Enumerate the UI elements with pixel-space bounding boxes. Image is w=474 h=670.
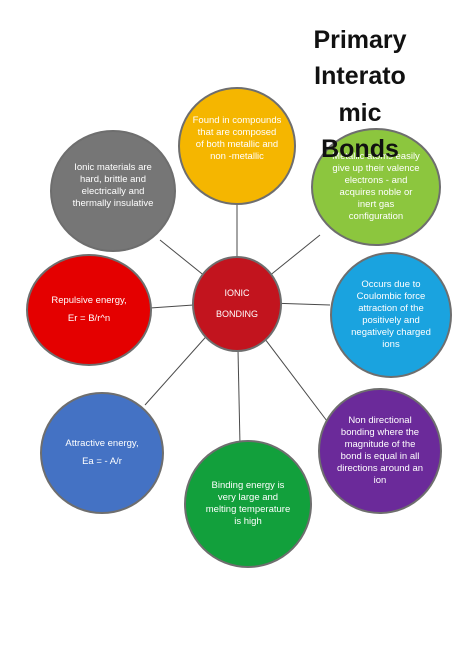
title-line: Primary [313, 26, 407, 54]
page-title: Primary Interato mic Bonds [300, 22, 420, 167]
node-right-line: negatively charged [351, 327, 431, 339]
node-lower-right-line: directions around an [336, 463, 424, 475]
node-bottom-line: Binding energy is [211, 479, 285, 491]
node-bottom-line: is high [234, 516, 262, 528]
node-right-line: Coulombic force [356, 290, 426, 302]
node-upper-right-line: give up their valence [332, 162, 420, 174]
node-lower-left: Attractive energy, Ea = - A/r [40, 392, 164, 514]
node-upper-left: Ionic materials are hard, brittle and el… [50, 130, 176, 252]
node-top-line: of both metallic and [195, 139, 279, 150]
node-top-line: non -metallic [210, 151, 264, 163]
node-right: Occurs due to Coulombic force attraction… [330, 252, 452, 378]
node-lower-right-line: bonding where the [340, 426, 420, 438]
node-upper-right-line: Metallic atoms easily [332, 150, 420, 162]
title-line: mic [338, 98, 382, 127]
node-top-line: Found in compounds [192, 114, 282, 126]
node-bottom: Binding energy is very large and melting… [184, 440, 312, 568]
node-lower-left-line: Ea = - A/r [82, 456, 122, 467]
node-upper-right: Metallic atoms easily give up their vale… [311, 128, 441, 246]
node-right-line: Occurs due to [361, 278, 421, 290]
title-line: Interato [314, 62, 406, 91]
title-line: Bonds [321, 134, 399, 163]
node-lower-right-line: bond is equal in all [340, 451, 420, 462]
node-bottom-line: melting temperature [205, 504, 291, 515]
node-upper-left-line: thermally insulative [72, 198, 154, 210]
center-label-ionic: IONIC [224, 287, 250, 298]
node-lower-right-line: magnitude of the [344, 438, 416, 450]
node-upper-right-line: inert gas [357, 199, 395, 211]
node-right-line: ions [382, 339, 400, 351]
node-top-line: that are composed [197, 126, 277, 138]
node-top: Found in compounds that are composed of … [178, 87, 296, 205]
node-bottom-line: very large and [217, 491, 279, 503]
node-left-line: Repulsive energy, [51, 294, 127, 306]
node-lower-right-line: Non directional [348, 414, 412, 426]
node-upper-right-line: acquires noble or [339, 187, 413, 198]
node-upper-left-line: electrically and [81, 186, 145, 197]
node-lower-right: Non directional bonding where the magnit… [318, 388, 442, 514]
node-upper-left-line: Ionic materials are [74, 161, 152, 173]
center-label-bonding: BONDING [215, 308, 258, 319]
node-right-line: attraction of the [358, 302, 424, 314]
node-upper-right-line: configuration [348, 211, 404, 223]
node-right-line: positively and [362, 315, 420, 326]
center-node: IONIC BONDING [192, 256, 282, 352]
node-upper-right-line: electrons - and [344, 174, 408, 186]
node-left-line: Er = B/r^n [67, 313, 111, 324]
node-lower-right-line: ion [373, 475, 387, 487]
node-lower-left-line: Attractive energy, [65, 437, 139, 449]
node-left: Repulsive energy, Er = B/r^n [26, 254, 152, 366]
node-upper-left-line: hard, brittle and [79, 173, 146, 185]
